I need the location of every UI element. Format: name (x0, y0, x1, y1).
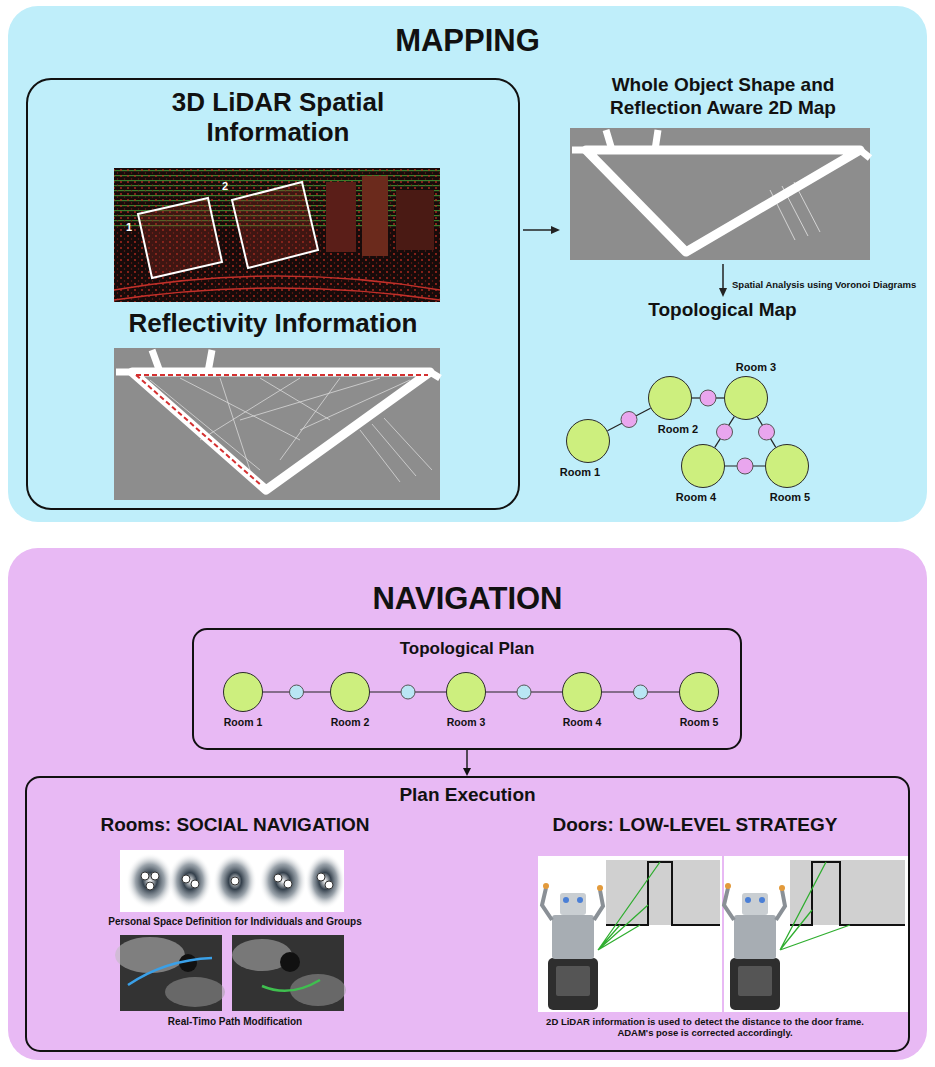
text-slot: Room 5 (654, 716, 744, 729)
door-link (486, 691, 562, 692)
box-heading: Reflectivity Information (26, 308, 520, 339)
room-circle: Room 1 (566, 419, 610, 463)
door-link (370, 691, 446, 692)
door-dot (517, 685, 531, 699)
door-dot (621, 412, 637, 428)
room-label: Room 4 (537, 716, 627, 729)
navigation-panel: NAVIGATION Topological PlanRoom 1 Room 2 Ro… (8, 548, 927, 1060)
image-heading: Topological Map (620, 299, 825, 322)
execution-box: Plan ExecutionRooms: SOCIAL NAVIGATION Pe… (25, 776, 910, 1052)
callout-number: 1 (123, 221, 135, 234)
flow-arrow (466, 750, 468, 769)
room-label: Room 3 (711, 361, 801, 374)
door-dot (290, 685, 304, 699)
plan-box: Topological PlanRoom 1 Room 2 Room 3 Room 4… (192, 628, 742, 750)
image-caption: Real-Timo Path Modification (60, 1016, 410, 1028)
box-heading: Topological Plan (192, 639, 742, 659)
step-label: Spatial Analysis using Voronoi Diagrams (732, 279, 922, 290)
panel-title: NAVIGATION (8, 580, 927, 617)
image-caption: 2D LiDAR information is used to detect t… (535, 1016, 875, 1039)
room-label: Room 1 (198, 716, 288, 729)
room-circle: Room 4 (681, 444, 725, 488)
room-label: Room 3 (421, 716, 511, 729)
text-slot: Topological Map (620, 299, 825, 322)
text-slot: Doors: LOW-LEVEL STRATEGY (505, 814, 885, 837)
text-slot: Room 4 (537, 716, 627, 729)
door-dot (737, 458, 753, 474)
whole-object-map-image (570, 128, 870, 260)
text-slot: Real-Timo Path Modification (60, 1016, 410, 1028)
path-modification-images (115, 935, 346, 1011)
room-circle: Room 5 (765, 444, 809, 488)
text-slot: Room 5 (745, 491, 835, 504)
text-slot: NAVIGATION (8, 580, 927, 617)
door-dot (717, 424, 733, 440)
text-slot: Room 1 (535, 466, 625, 479)
door-dot (700, 390, 716, 406)
text-slot: 2D LiDAR information is used to detect t… (535, 1016, 875, 1039)
point-cloud-image (114, 168, 440, 302)
text-slot: Room 2 (633, 423, 723, 436)
room-circle: Room 2 (648, 376, 692, 420)
text-slot: MAPPING (8, 22, 927, 59)
door-link (602, 691, 679, 692)
room-label: Room 2 (633, 423, 723, 436)
panel-title: MAPPING (8, 22, 927, 59)
text-slot: Room 3 (421, 716, 511, 729)
text-slot: 1 (123, 221, 135, 234)
door-link (715, 417, 734, 448)
text-slot: Personal Space Definition for Individual… (60, 916, 410, 928)
room-label: Room 1 (535, 466, 625, 479)
section-heading: Rooms: SOCIAL NAVIGATION (60, 814, 410, 837)
door-dot (634, 685, 648, 699)
room-label: Room 2 (305, 716, 395, 729)
arrow-head (463, 768, 471, 776)
room-circle: Room 1 (223, 672, 263, 712)
box-heading: Plan Execution (25, 784, 910, 807)
text-slot: Rooms: SOCIAL NAVIGATION (60, 814, 410, 837)
text-slot: Whole Object Shape and Reflection Aware … (568, 74, 878, 120)
room-circle: Room 3 (446, 672, 486, 712)
callout-number: 2 (219, 180, 231, 193)
image-caption: Personal Space Definition for Individual… (60, 916, 410, 928)
door-link (725, 465, 765, 466)
room-label: Room 5 (654, 716, 744, 729)
door-link (757, 417, 775, 447)
room-circle: Room 5 (679, 672, 719, 712)
door-detection-images (538, 856, 908, 1012)
flow-arrows (523, 226, 727, 297)
door-link (263, 691, 330, 692)
sensor-box: 3D LiDAR Spatial InformationReflectivity… (26, 78, 520, 510)
door-link (692, 397, 724, 398)
text-slot: Room 4 (651, 491, 741, 504)
text-slot: Topological Plan (192, 639, 742, 659)
text-slot: Plan Execution (25, 784, 910, 807)
room-circle: Room 2 (330, 672, 370, 712)
room-circle: Room 4 (562, 672, 602, 712)
text-slot: 2 (219, 180, 231, 193)
text-slot: Room 3 (711, 361, 801, 374)
mapping-panel: MAPPING Whole Object Shape and Reflection… (8, 6, 927, 522)
door-dot (401, 685, 415, 699)
room-circle: Room 3 (724, 376, 768, 420)
section-heading: Doors: LOW-LEVEL STRATEGY (505, 814, 885, 837)
text-slot: Room 2 (305, 716, 395, 729)
text-slot: 3D LiDAR Spatial Information (128, 88, 428, 148)
text-slot: Spatial Analysis using Voronoi Diagrams (732, 279, 922, 290)
box-heading: 3D LiDAR Spatial Information (128, 88, 428, 148)
personal-space-image (120, 850, 345, 912)
text-slot: Room 1 (198, 716, 288, 729)
room-label: Room 5 (745, 491, 835, 504)
text-slot: Reflectivity Information (26, 308, 520, 339)
room-label: Room 4 (651, 491, 741, 504)
door-dot (759, 424, 775, 440)
image-heading: Whole Object Shape and Reflection Aware … (568, 74, 878, 120)
reflectivity-map-image (114, 348, 440, 500)
door-link (607, 408, 650, 431)
